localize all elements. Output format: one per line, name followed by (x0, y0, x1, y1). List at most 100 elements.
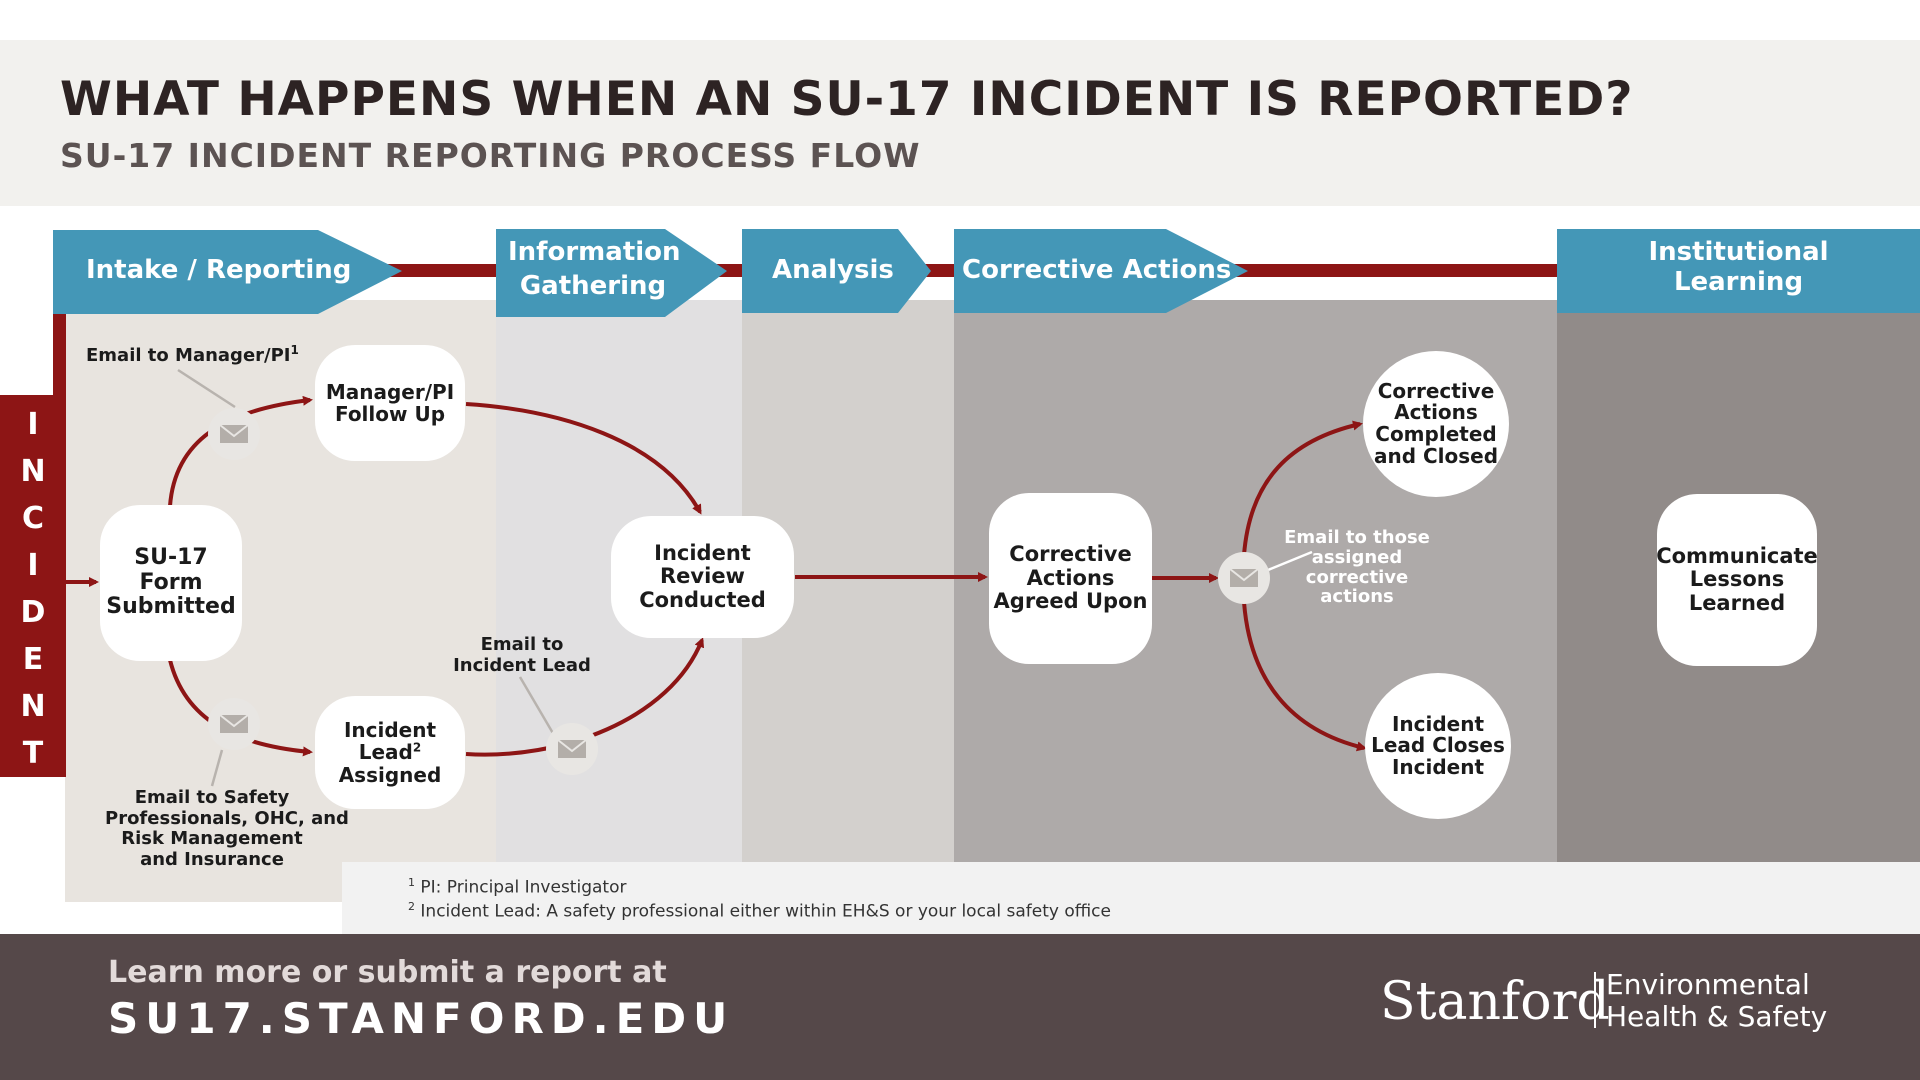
footnote-1-num: 1 (408, 876, 415, 889)
label-email-incident-lead: Email to Incident Lead (452, 634, 592, 676)
footnote-2: 2 Incident Lead: A safety professional e… (408, 900, 1111, 922)
label-email-safety: Email to Safety Professionals, OHC, and … (105, 787, 349, 871)
node-incident-lead-assigned-1: Incident (343, 717, 437, 742)
node-corrective-agreed: Corrective Actions Agreed Upon (989, 493, 1152, 664)
node-lead-closes-2: Lead Closes (1371, 733, 1505, 758)
node-incident-review: Incident Review Conducted (611, 516, 794, 638)
footer-url-link[interactable]: SU17.STANFORD.EDU (108, 994, 735, 1043)
pointer-email-manager (177, 368, 236, 409)
phase-label-information-2: Gathering (519, 270, 667, 301)
label-email-assigned-1: Email to those (1284, 527, 1430, 548)
node-corrective-completed-1: Corrective (1377, 378, 1495, 403)
incident-bar: I N C I D E N T (0, 395, 66, 777)
node-corrective-completed-4: and Closed (1373, 443, 1499, 468)
footnote-ref-2: 2 (412, 740, 422, 755)
pointer-email-safety (210, 749, 224, 787)
label-email-assigned-3: corrective (1305, 566, 1409, 588)
footnote-1-text: PI: Principal Investigator (420, 877, 627, 898)
node-lead-closes-3: Incident (1391, 754, 1485, 779)
node-communicate-lessons-3: Learned (1688, 590, 1786, 615)
footnote-2-text: Incident Lead: A safety professional eit… (420, 901, 1111, 922)
arrow-email-to-completed (1242, 420, 1363, 556)
phase-label-information-1: Information (508, 237, 681, 267)
node-corrective-agreed-3: Agreed Upon (993, 589, 1148, 614)
node-incident-lead-assigned-3: Assigned (338, 762, 442, 787)
incident-letter: I (27, 407, 39, 442)
label-email-safety-3: Risk Management (121, 828, 303, 850)
phase-label-learning-1: Institutional (1648, 237, 1829, 267)
node-form-submitted-1: SU-17 (134, 545, 208, 571)
node-communicate-lessons-2: Lessons (1689, 567, 1785, 592)
stanford-logo: Stanford (1380, 972, 1610, 1032)
label-email-incident-lead-1: Email to (480, 634, 564, 655)
phase-banner-learning (1557, 229, 1920, 313)
footnote-1: 1 PI: Principal Investigator (408, 876, 626, 898)
page-subtitle: SU-17 INCIDENT REPORTING PROCESS FLOW (60, 136, 921, 175)
node-corrective-completed: Corrective Actions Completed and Closed (1363, 351, 1509, 497)
node-incident-lead-assigned-2: Lead2 (339, 740, 442, 765)
phase-label-information: Information Gathering (508, 236, 681, 304)
phase-label-corrective: Corrective Actions (962, 255, 1232, 285)
arrow-email-to-closes (1242, 601, 1367, 752)
label-email-assigned-2: assigned (1311, 546, 1403, 568)
node-incident-lead-assigned: Incident Lead2 Assigned (315, 696, 465, 809)
footnote-box (342, 862, 1920, 934)
node-manager-follow-up: Manager/PI Follow Up (315, 345, 465, 461)
node-lead-closes: Incident Lead Closes Incident (1365, 673, 1511, 819)
pointer-email-assigned (1267, 550, 1313, 572)
incident-letter: N (20, 689, 46, 724)
label-email-safety-4: and Insurance (140, 849, 284, 871)
envelope-icon (1218, 552, 1270, 604)
phase-label-learning: Institutional Learning (1557, 237, 1920, 298)
label-email-safety-2: Professionals, OHC, and (105, 807, 349, 829)
node-form-submitted: SU-17 Form Submitted (100, 505, 242, 661)
node-form-submitted-3: Submitted (106, 594, 236, 620)
phase-banner-intake (53, 230, 402, 314)
label-email-assigned-4: actions (1320, 586, 1394, 608)
node-lead-closes-1: Incident (1391, 711, 1485, 736)
label-email-incident-lead-2: Incident Lead (453, 654, 591, 676)
node-manager-follow-up-2: Follow Up (334, 402, 446, 426)
arrow-manager-to-review (465, 402, 702, 515)
envelope-icon (208, 408, 260, 460)
logo-divider (1594, 972, 1596, 1028)
node-corrective-agreed-1: Corrective (1009, 542, 1132, 567)
incident-letter: D (20, 595, 46, 630)
footer-learn-more: Learn more or submit a report at (108, 955, 667, 990)
incident-letter: N (20, 454, 46, 489)
node-communicate-lessons-1: Communicate (1656, 543, 1818, 568)
ehs-logo-line2: Health & Safety (1606, 1000, 1828, 1033)
phase-label-learning-2: Learning (1673, 266, 1804, 297)
page-title: WHAT HAPPENS WHEN AN SU-17 INCIDENT IS R… (60, 72, 1634, 127)
label-email-assigned: Email to those assigned corrective actio… (1282, 528, 1432, 607)
node-corrective-completed-3: Completed (1375, 422, 1497, 446)
pointer-email-lead (518, 676, 556, 736)
phase-label-intake: Intake / Reporting (86, 255, 352, 285)
node-manager-follow-up-1: Manager/PI (325, 379, 455, 404)
node-corrective-completed-2: Actions (1394, 400, 1478, 425)
incident-letter: C (21, 501, 45, 536)
label-email-manager-text: Email to Manager/PI (86, 345, 291, 366)
envelope-icon (546, 723, 598, 775)
label-email-safety-1: Email to Safety (134, 787, 290, 808)
label-email-manager: Email to Manager/PI1 (86, 343, 299, 367)
node-incident-review-1: Incident (654, 540, 751, 565)
incident-letter: T (22, 736, 44, 771)
node-incident-review-3: Conducted (639, 587, 766, 612)
node-incident-lead-label: Lead (358, 740, 413, 765)
incident-letter: E (22, 642, 44, 677)
phase-banner-corrective (954, 229, 1248, 313)
phase-label-analysis: Analysis (772, 255, 894, 285)
footnote-2-num: 2 (408, 900, 415, 913)
phase-banner-information (496, 229, 727, 317)
node-corrective-agreed-2: Actions (1026, 565, 1115, 590)
node-incident-review-2: Review (660, 564, 745, 589)
footer (0, 934, 1920, 1080)
node-communicate-lessons: Communicate Lessons Learned (1656, 494, 1818, 666)
intake-left-edge (53, 313, 66, 403)
footnote-ref-1: 1 (290, 343, 299, 357)
incident-letter: I (27, 548, 39, 583)
arrow-lead-to-review (465, 637, 705, 757)
envelope-icon (208, 698, 260, 750)
